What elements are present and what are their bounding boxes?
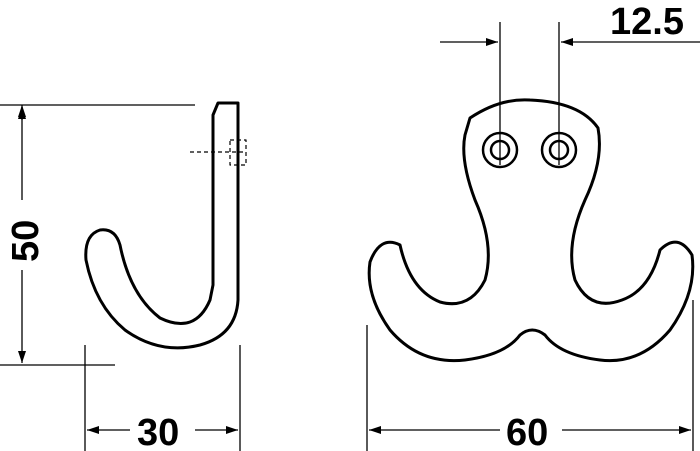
dimension-width-30 [84,345,241,451]
height-label: 50 [5,220,47,262]
dimension-width-60 [366,300,694,451]
dimension-height-50 [0,104,195,366]
hole-spacing-label: 12.5 [610,1,684,43]
front-width-label: 60 [506,412,548,451]
dimension-hole-spacing [440,22,700,165]
side-width-label: 30 [137,412,179,451]
front-view-double-hook [367,98,695,363]
side-view-hook [84,101,247,350]
